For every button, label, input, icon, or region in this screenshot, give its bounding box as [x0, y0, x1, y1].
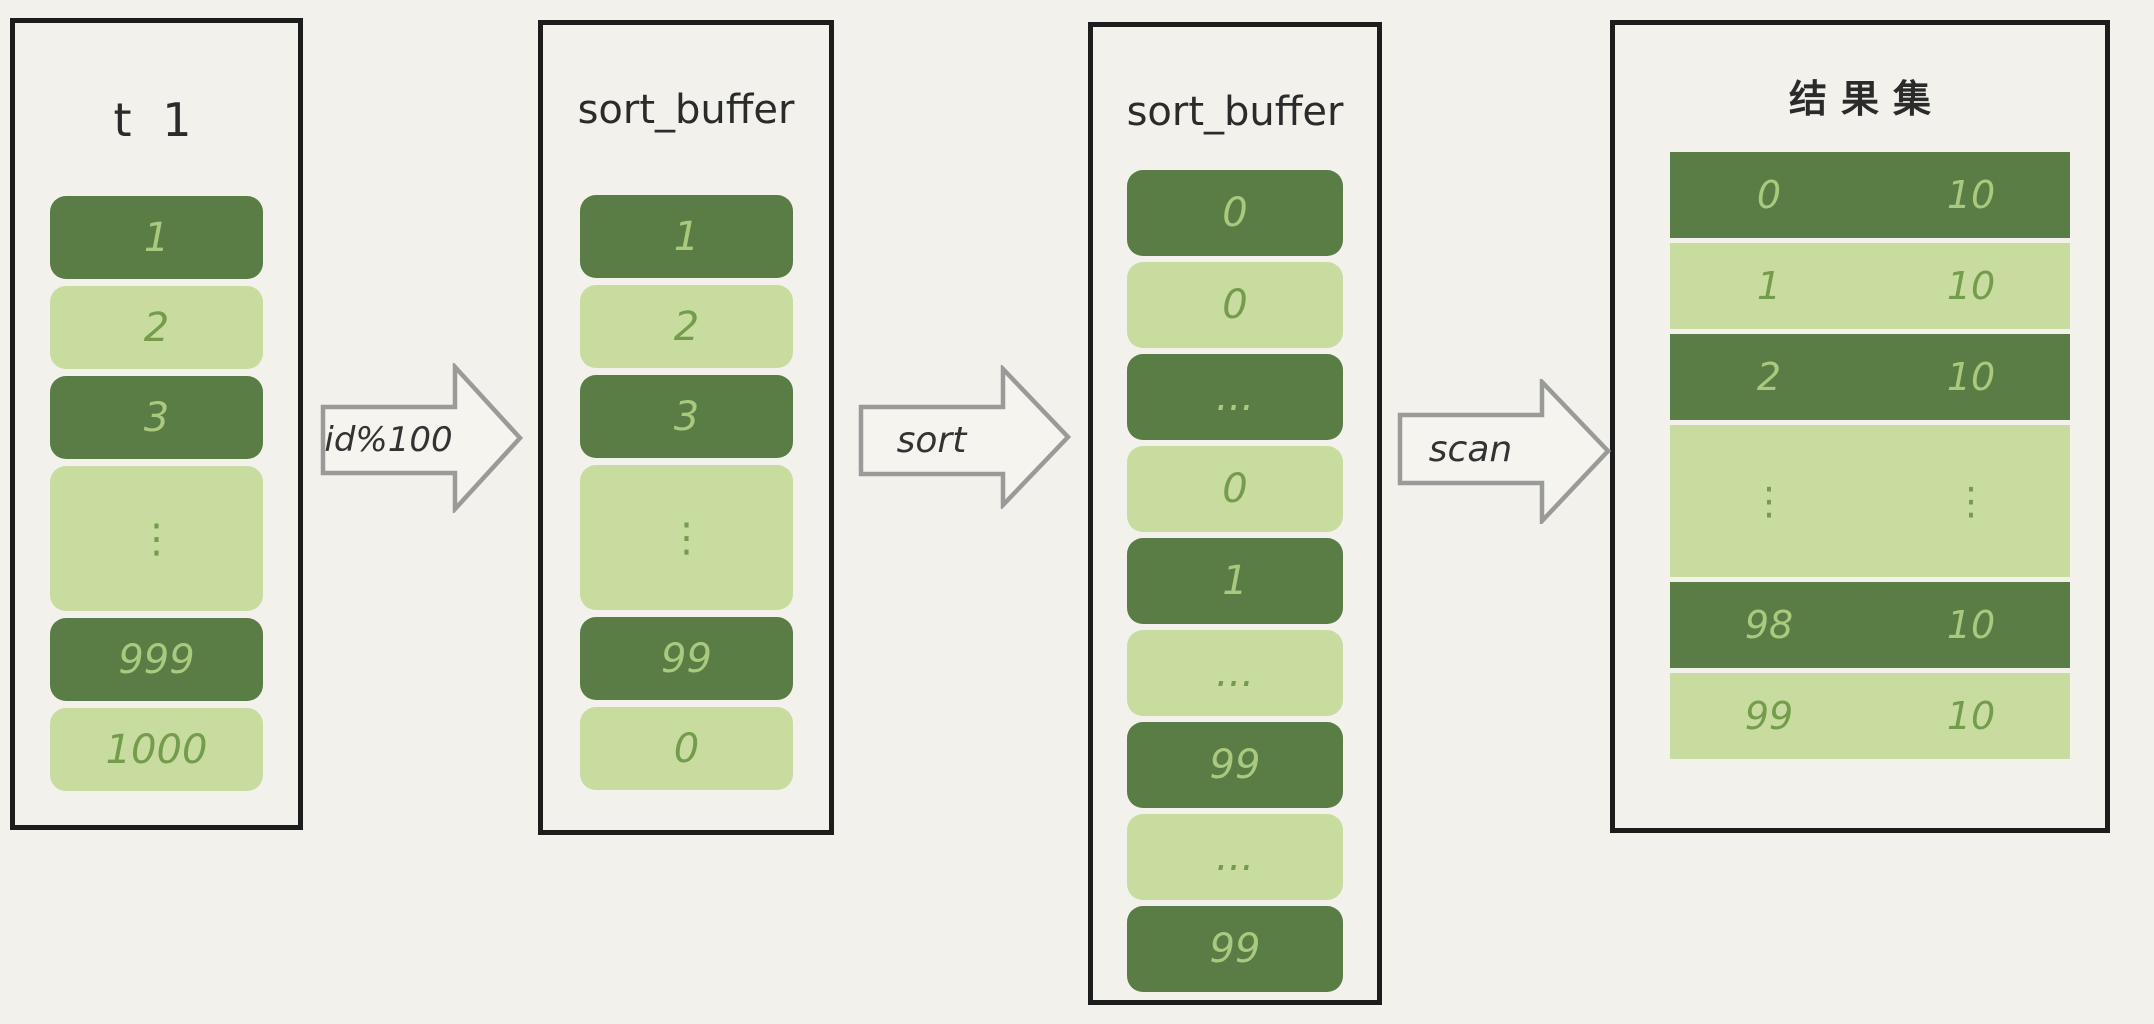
result-cell-value: 10 [1872, 152, 2070, 238]
result-cell-id: 1 [1670, 243, 1868, 329]
result-cell-value: 10 [1872, 582, 2070, 668]
result-cell-value: 10 [1872, 334, 2070, 420]
panel-title: t 1 [113, 93, 200, 147]
cell: 0 [1127, 446, 1343, 532]
cell: ⋮ [50, 466, 263, 611]
arrow-sort [858, 365, 1072, 509]
arrow-right-icon [320, 363, 524, 513]
result-cell-id: 0 [1670, 152, 1868, 238]
arrow-label: scan [1428, 428, 1513, 470]
arrow-scan [1397, 379, 1612, 524]
cell: ... [1127, 354, 1343, 440]
result-cell-value: 10 [1872, 673, 2070, 759]
result-cell-value: 10 [1872, 243, 2070, 329]
cell: 1 [580, 195, 793, 278]
cell: 2 [580, 285, 793, 368]
cell: 3 [580, 375, 793, 458]
arrow-right-icon [1397, 379, 1612, 524]
cell: 99 [1127, 722, 1343, 808]
arrow-right-icon [858, 365, 1072, 509]
cell: 1000 [50, 708, 263, 791]
result-cell-value: ⋮ [1872, 425, 2070, 577]
result-row: ⋮⋮ [1670, 425, 2070, 577]
result-cell-id: 99 [1670, 673, 1868, 759]
cell: 0 [580, 707, 793, 790]
result-cell-id: ⋮ [1670, 425, 1868, 577]
cell: 1 [50, 196, 263, 279]
panel-title: sort_buffer [1126, 89, 1344, 135]
cell: ... [1127, 630, 1343, 716]
cell: ... [1127, 814, 1343, 900]
cell: 0 [1127, 170, 1343, 256]
cell: 999 [50, 618, 263, 701]
result-cell-id: 2 [1670, 334, 1868, 420]
cell: 3 [50, 376, 263, 459]
cell: 99 [1127, 906, 1343, 992]
cell: 1 [1127, 538, 1343, 624]
arrow-label: sort [896, 420, 967, 461]
cell: 99 [580, 617, 793, 700]
arrow-id-mod-100 [320, 363, 524, 513]
result-cell-id: 98 [1670, 582, 1868, 668]
cell: 0 [1127, 262, 1343, 348]
cell: ⋮ [580, 465, 793, 610]
panel-title: 结果集 [1788, 77, 1945, 121]
cell: 2 [50, 286, 263, 369]
panel-title: sort_buffer [577, 87, 795, 133]
arrow-label: id%100 [324, 420, 453, 460]
